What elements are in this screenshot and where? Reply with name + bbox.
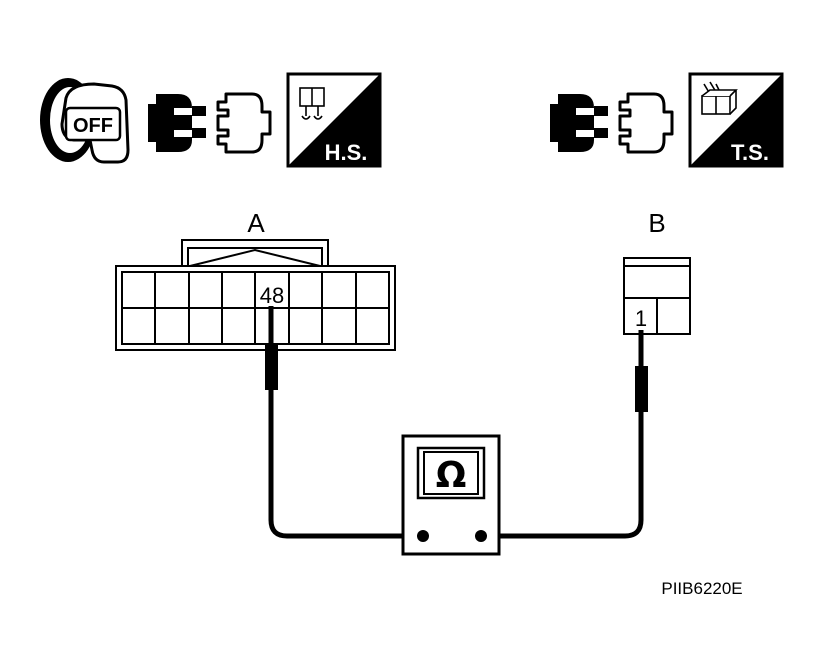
connector-a: 48 xyxy=(115,239,396,351)
probe-a-lead xyxy=(265,306,420,539)
connector-disconnect-icon xyxy=(550,92,674,154)
connector-disconnect-icon xyxy=(148,92,272,154)
connector-b: 1 xyxy=(623,257,691,335)
meter-terminal-left xyxy=(417,530,429,542)
meter-terminal-right xyxy=(475,530,487,542)
harness-side-icon: H.S. xyxy=(286,72,382,168)
figure-id: PIIB6220E xyxy=(661,579,742,598)
harness-side-label: H.S. xyxy=(325,140,368,165)
connector-a-label: A xyxy=(247,208,265,238)
ohm-symbol: Ω xyxy=(436,455,467,496)
ohmmeter-icon: Ω xyxy=(401,434,501,556)
connector-b-pin-label: 1 xyxy=(635,306,647,331)
connector-a-pin-label: 48 xyxy=(260,283,284,308)
terminal-side-icon: T.S. xyxy=(688,72,784,168)
connector-b-label: B xyxy=(648,208,665,238)
terminal-side-label: T.S. xyxy=(731,140,769,165)
probe-b-lead xyxy=(484,330,648,539)
ignition-key-icon: OFF xyxy=(40,78,130,164)
ignition-off-label: OFF xyxy=(73,115,113,137)
